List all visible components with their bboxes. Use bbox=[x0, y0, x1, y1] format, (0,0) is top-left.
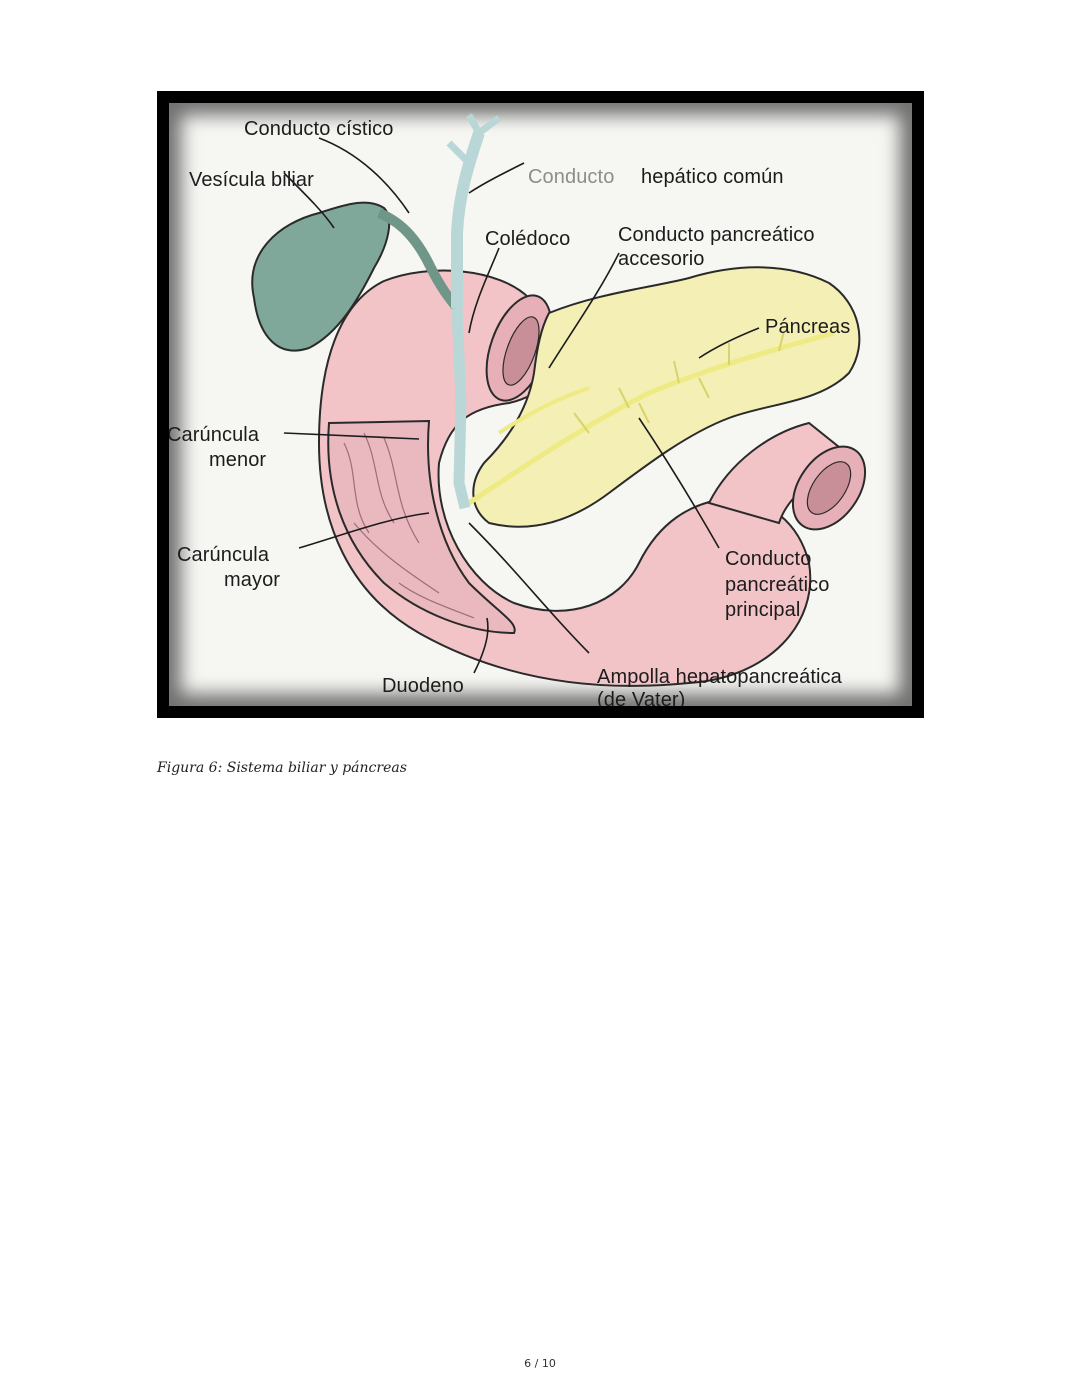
label-caruncula-menor-2: menor bbox=[209, 449, 266, 471]
figure-caption: Figura 6: Sistema biliar y páncreas bbox=[157, 760, 407, 776]
label-caruncula-menor-1: Carúncula bbox=[169, 424, 260, 446]
label-conducto-hepatico-a: Conducto bbox=[528, 166, 614, 188]
label-ampolla-1: Ampolla hepatopancreática bbox=[597, 666, 843, 688]
pancreas-shape bbox=[472, 266, 861, 528]
label-pancreas: Páncreas bbox=[765, 316, 850, 338]
label-conducto-cistico: Conducto cístico bbox=[244, 118, 393, 140]
label-caruncula-mayor-2: mayor bbox=[224, 569, 280, 591]
label-pancreatico-accesorio-2: accesorio bbox=[618, 248, 705, 270]
jejunum-tube bbox=[707, 421, 862, 525]
label-pancreatico-accesorio-1: Conducto pancreático bbox=[618, 224, 815, 246]
cystic-duct bbox=[376, 208, 461, 312]
page-number: 6 / 10 bbox=[524, 1357, 556, 1370]
duodenum-lumen bbox=[327, 419, 516, 635]
label-pancreatico-principal-1: Conducto bbox=[725, 548, 811, 570]
label-duodeno: Duodeno bbox=[382, 675, 464, 697]
hepatic-duct bbox=[451, 131, 485, 308]
label-pancreatico-principal-2: pancreático bbox=[725, 574, 830, 596]
biliary-pancreas-diagram: Conducto cístico Vesícula biliar Conduct… bbox=[169, 113, 867, 706]
label-vesicula-biliar: Vesícula biliar bbox=[189, 169, 314, 191]
figure-frame: Conducto cístico Vesícula biliar Conduct… bbox=[157, 91, 924, 718]
common-bile-duct bbox=[451, 307, 471, 510]
label-ampolla-2: (de Vater) bbox=[597, 689, 685, 706]
label-pancreatico-principal-3: principal bbox=[725, 599, 800, 621]
label-caruncula-mayor-1: Carúncula bbox=[177, 544, 270, 566]
main-pancreatic-duct bbox=[467, 330, 835, 506]
anatomy-illustration: Conducto cístico Vesícula biliar Conduct… bbox=[169, 103, 912, 706]
gallbladder-shape bbox=[251, 201, 391, 352]
label-conducto-hepatico-b: hepático común bbox=[641, 166, 784, 188]
label-coledoco: Colédoco bbox=[485, 228, 570, 250]
